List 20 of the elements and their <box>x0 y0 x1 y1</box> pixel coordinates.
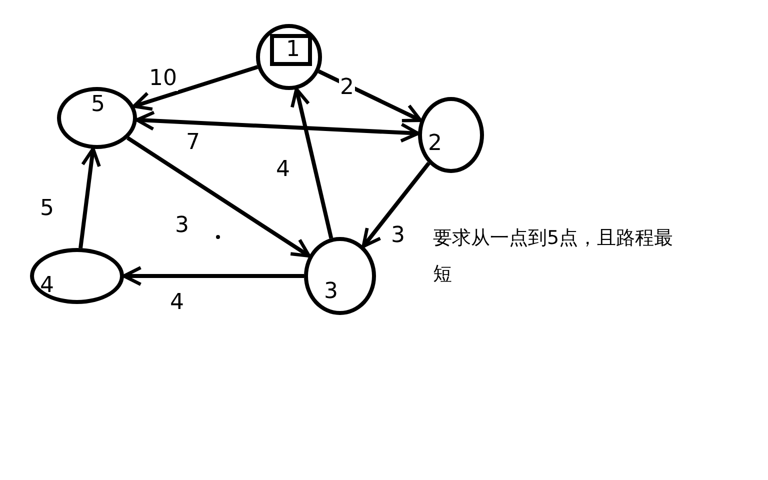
node-ellipse <box>418 97 484 173</box>
node-label: 3 <box>324 280 338 304</box>
edge-weight: 10 <box>148 67 178 91</box>
node-label: 1 <box>270 34 312 66</box>
arrow <box>122 266 304 286</box>
node-label: 2 <box>428 132 442 156</box>
note-text: 要求从一点到5点，且路程最短 <box>433 226 674 287</box>
arrow <box>126 136 311 258</box>
node-ellipse <box>304 237 376 315</box>
node-ellipse <box>57 87 137 149</box>
arrow <box>132 65 258 111</box>
arrow <box>318 70 422 122</box>
arrow <box>290 87 334 239</box>
node-ellipse <box>30 248 124 304</box>
node-ellipse <box>256 24 322 90</box>
node-label: 4 <box>40 274 54 298</box>
arrow <box>362 162 430 248</box>
arrow <box>78 147 101 248</box>
node-label: 5 <box>91 93 105 117</box>
arrow <box>135 110 420 143</box>
